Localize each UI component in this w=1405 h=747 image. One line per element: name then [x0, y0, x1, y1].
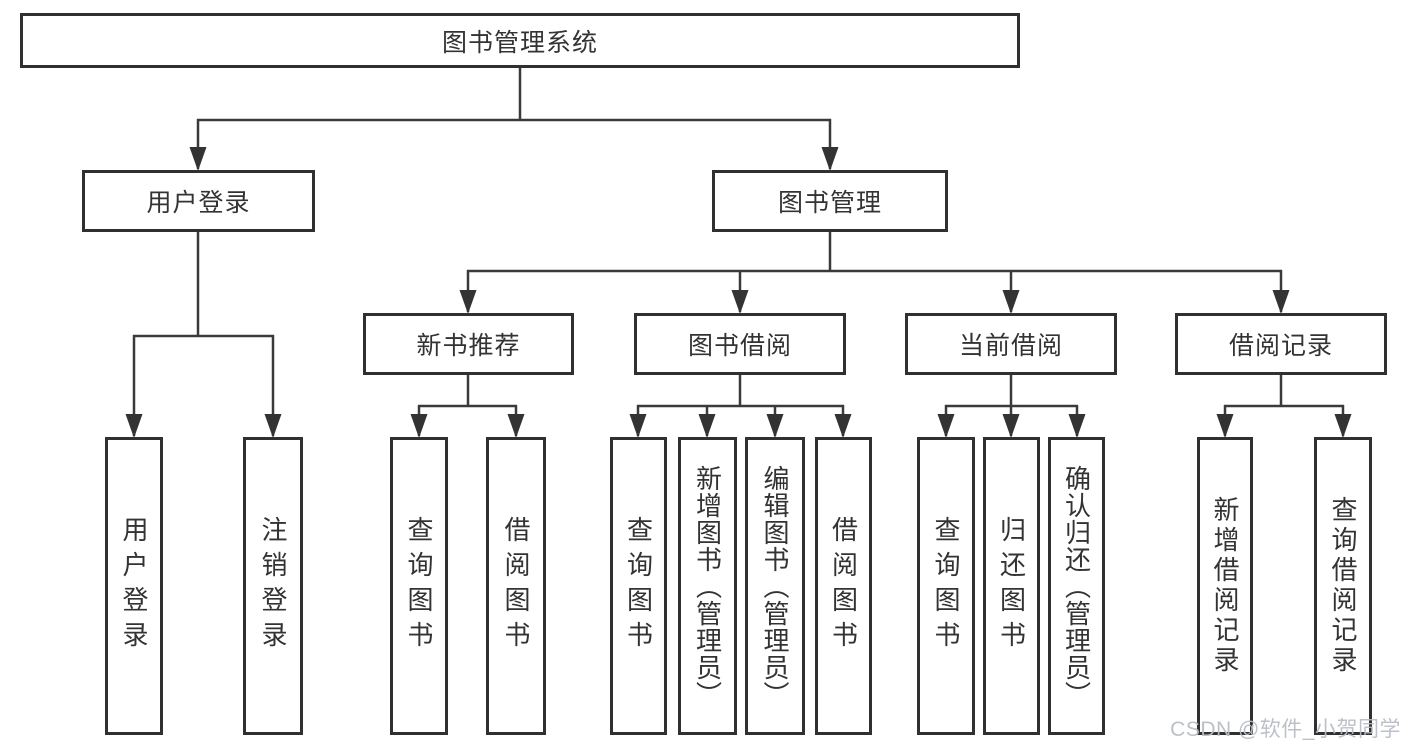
leaf-query-books-recommend: 查询图书	[390, 437, 448, 735]
node-borrowing-records: 借阅记录	[1175, 313, 1387, 375]
leaf-query-borrow-record: 查询借阅记录	[1314, 437, 1372, 735]
leaf-query-books-borrowing: 查询图书	[610, 437, 667, 735]
leaf-user-login: 用户登录	[105, 437, 163, 735]
node-library-management-system: 图书管理系统	[20, 13, 1020, 68]
node-user-login: 用户登录	[82, 170, 315, 232]
leaf-borrow-books-recommend-label: 借阅图书	[501, 516, 531, 656]
leaf-query-books-current: 查询图书	[917, 437, 975, 735]
leaf-edit-books-admin-label: 编辑图书（管理员）	[760, 464, 790, 708]
leaf-user-login-label: 用户登录	[119, 516, 149, 656]
leaf-borrow-books-recommend: 借阅图书	[486, 437, 546, 735]
leaf-add-books-admin: 新增图书（管理员）	[678, 437, 737, 735]
leaf-borrow-books-label: 借阅图书	[828, 516, 859, 656]
node-book-management: 图书管理	[712, 170, 948, 232]
node-new-book-recommend: 新书推荐	[363, 313, 574, 375]
csdn-watermark: CSDN @软件_小贺同学	[1170, 718, 1401, 741]
leaf-add-borrow-record-label: 新增借阅记录	[1210, 496, 1240, 676]
leaf-edit-books-admin: 编辑图书（管理员）	[745, 437, 805, 735]
leaf-return-books: 归还图书	[983, 437, 1040, 735]
leaf-confirm-return-admin-label: 确认归还（管理员）	[1061, 464, 1092, 708]
node-current-borrowing: 当前借阅	[905, 313, 1117, 375]
leaf-logout-label: 注销登录	[258, 516, 288, 656]
leaf-add-books-admin-label: 新增图书（管理员）	[692, 464, 723, 708]
leaf-borrow-books: 借阅图书	[815, 437, 872, 735]
leaf-confirm-return-admin: 确认归还（管理员）	[1048, 437, 1105, 735]
leaf-add-borrow-record: 新增借阅记录	[1197, 437, 1253, 735]
leaf-query-borrow-record-label: 查询借阅记录	[1328, 496, 1358, 676]
leaf-query-books-recommend-label: 查询图书	[404, 516, 434, 656]
leaf-query-books-borrowing-label: 查询图书	[623, 516, 654, 656]
leaf-logout: 注销登录	[243, 437, 303, 735]
node-book-borrowing: 图书借阅	[634, 313, 846, 375]
leaf-return-books-label: 归还图书	[996, 516, 1027, 656]
leaf-query-books-current-label: 查询图书	[931, 516, 961, 656]
